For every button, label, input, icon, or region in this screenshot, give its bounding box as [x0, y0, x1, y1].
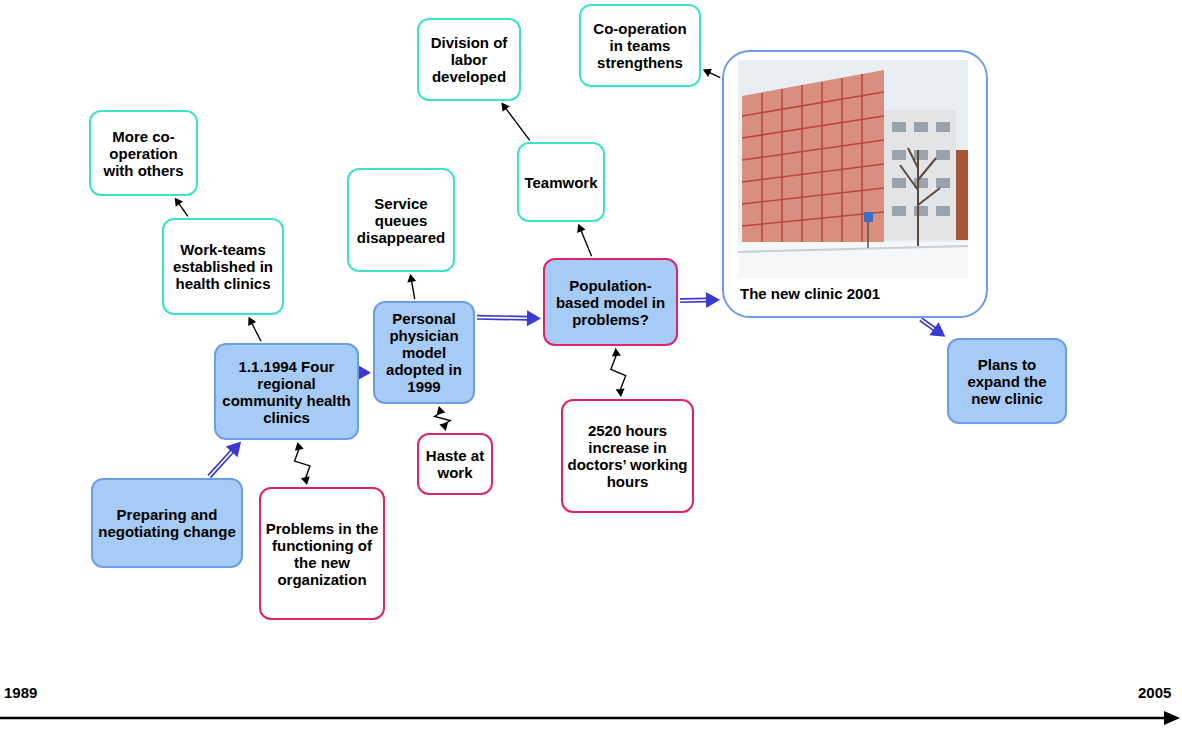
process-box: Personal physician model adopted in 1999	[373, 301, 475, 404]
arrow-head	[248, 317, 256, 326]
node-text: More co-operation with others	[95, 128, 192, 179]
tension-arrow	[295, 442, 310, 485]
arrow-head	[226, 441, 241, 457]
outcome-box: Co-operation in teams strengthens	[579, 4, 701, 87]
outcome-box: More co-operation with others	[89, 110, 198, 196]
arrow-head	[357, 365, 371, 381]
arrow-head	[439, 422, 448, 431]
effect-arrow	[407, 274, 416, 299]
outcome-box: Work-teams established in health clinics	[162, 218, 284, 315]
tension-arrow	[435, 406, 451, 431]
effect-arrow	[248, 317, 261, 341]
arrow-head	[175, 198, 183, 207]
outcome-box: Teamwork	[517, 142, 605, 222]
arrow-head	[706, 292, 720, 308]
arrow-head	[295, 442, 304, 451]
node-text: Teamwork	[524, 174, 597, 191]
effect-arrow	[175, 198, 188, 217]
effect-arrow	[501, 103, 529, 141]
arrow-head	[929, 322, 945, 337]
node-text: Problems in the functioning of the new o…	[265, 520, 379, 588]
process-box: Population-based model in problems?	[543, 258, 678, 346]
node-text: The new clinic 2001	[740, 285, 880, 302]
outcome-box: Division of labor developed	[417, 18, 521, 101]
effect-arrow	[577, 224, 591, 256]
node-text: Personal physician model adopted in 1999	[379, 310, 469, 395]
node-text: Plans to expand the new clinic	[953, 356, 1061, 407]
flow-arrow	[209, 441, 241, 476]
outcome-box: Service queues disappeared	[347, 168, 455, 272]
process-box: Plans to expand the new clinic	[947, 338, 1067, 424]
arrow-head	[407, 274, 416, 283]
year-label: 1989	[4, 684, 37, 701]
process-box: 1.1.1994 Four regional community health …	[214, 343, 359, 440]
node-text: 2520 hours increase in doctors’ working …	[567, 422, 688, 490]
problem-box: 2520 hours increase in doctors’ working …	[561, 399, 694, 513]
node-text: Population-based model in problems?	[549, 277, 672, 328]
effect-arrow	[703, 69, 720, 78]
node-text: Preparing and negotiating change	[97, 506, 237, 540]
arrow-head	[437, 406, 446, 415]
arrow-head	[501, 103, 509, 112]
problem-box: Problems in the functioning of the new o…	[259, 487, 385, 620]
flow-arrow	[357, 365, 371, 381]
arrow-head	[301, 476, 310, 485]
node-text: Work-teams established in health clinics	[168, 241, 278, 292]
year-label: 2005	[1138, 684, 1171, 701]
clinic-photo-box: The new clinic 2001	[722, 50, 988, 318]
arrow-head	[616, 389, 625, 397]
flow-arrow	[921, 319, 946, 337]
node-text: Service queues disappeared	[353, 195, 449, 246]
flow-arrow	[477, 310, 541, 326]
node-text: Co-operation in teams strengthens	[585, 20, 695, 71]
arrow-head	[527, 310, 541, 326]
arrow-head	[612, 348, 621, 356]
process-box: Preparing and negotiating change	[91, 478, 243, 568]
flow-arrow	[680, 292, 720, 308]
arrow-head	[703, 69, 712, 77]
node-text: Division of labor developed	[423, 34, 515, 85]
arrow-head	[577, 224, 585, 233]
problem-box: Haste at work	[417, 433, 493, 495]
node-text: 1.1.1994 Four regional community health …	[220, 358, 353, 426]
node-text: Haste at work	[423, 447, 487, 481]
tension-arrow	[611, 348, 626, 397]
